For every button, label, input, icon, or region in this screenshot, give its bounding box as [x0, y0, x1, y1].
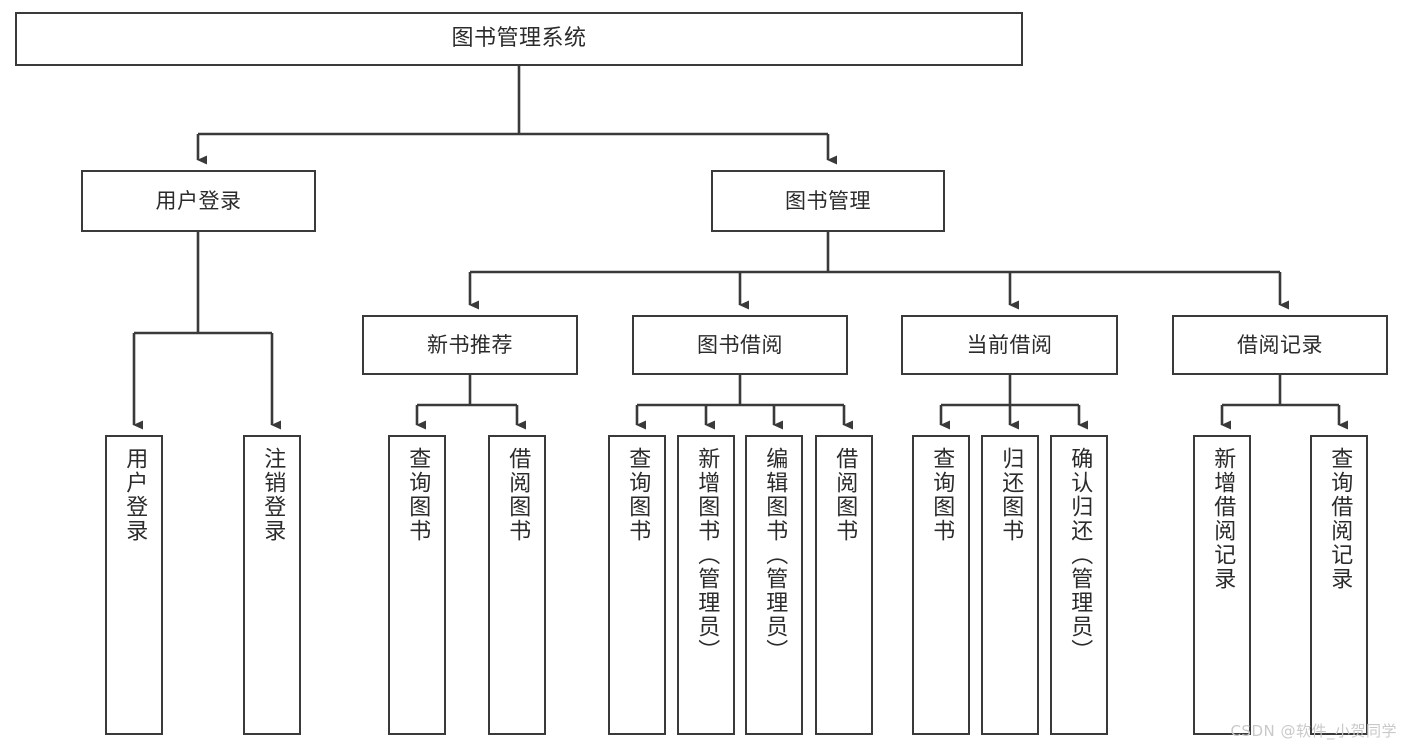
node-label: 新增借阅记录 [1210, 447, 1236, 591]
node-label: 注销登录 [260, 447, 286, 543]
node-label: 查询借阅记录 [1327, 447, 1353, 591]
node-label: 新增图书（管理员） [694, 447, 720, 663]
node-leaf-query-record[interactable]: 查询借阅记录 [1310, 435, 1368, 735]
node-label: 查询图书 [405, 447, 431, 543]
node-label: 编辑图书（管理员） [762, 447, 788, 663]
node-label: 查询图书 [929, 447, 955, 543]
node-leaf-borrow-book-2[interactable]: 借阅图书 [815, 435, 873, 735]
node-label: 图书借阅 [697, 332, 783, 357]
node-label: 借阅图书 [505, 447, 531, 543]
node-new-book-recommend[interactable]: 新书推荐 [362, 315, 578, 375]
node-leaf-query-book-1[interactable]: 查询图书 [388, 435, 446, 735]
node-label: 查询图书 [625, 447, 651, 543]
node-leaf-logout[interactable]: 注销登录 [243, 435, 301, 735]
node-label: 借阅图书 [832, 447, 858, 543]
node-leaf-query-book-3[interactable]: 查询图书 [912, 435, 970, 735]
node-label: 借阅记录 [1237, 332, 1323, 357]
node-user-login[interactable]: 用户登录 [81, 170, 316, 232]
node-label: 新书推荐 [427, 332, 513, 357]
node-label: 归还图书 [998, 447, 1024, 543]
node-leaf-edit-book[interactable]: 编辑图书（管理员） [745, 435, 803, 735]
node-book-borrow[interactable]: 图书借阅 [632, 315, 848, 375]
node-leaf-confirm-return[interactable]: 确认归还（管理员） [1050, 435, 1108, 735]
node-leaf-add-record[interactable]: 新增借阅记录 [1193, 435, 1251, 735]
node-leaf-add-book[interactable]: 新增图书（管理员） [677, 435, 735, 735]
node-label: 确认归还（管理员） [1067, 447, 1093, 663]
node-leaf-query-book-2[interactable]: 查询图书 [608, 435, 666, 735]
node-current-borrow[interactable]: 当前借阅 [901, 315, 1118, 375]
node-label: 图书管理 [785, 188, 871, 213]
node-label: 图书管理系统 [451, 26, 587, 52]
node-borrow-record[interactable]: 借阅记录 [1172, 315, 1388, 375]
node-book-manage[interactable]: 图书管理 [711, 170, 945, 232]
node-root-book-management-system[interactable]: 图书管理系统 [15, 12, 1023, 66]
node-leaf-borrow-book-1[interactable]: 借阅图书 [488, 435, 546, 735]
node-label: 当前借阅 [966, 332, 1053, 357]
node-leaf-user-login[interactable]: 用户登录 [105, 435, 163, 735]
node-leaf-return-book[interactable]: 归还图书 [981, 435, 1039, 735]
node-label: 用户登录 [155, 188, 242, 213]
node-label: 用户登录 [122, 447, 148, 543]
csdn-watermark: CSDN @软件_小贺同学 [1230, 722, 1397, 740]
